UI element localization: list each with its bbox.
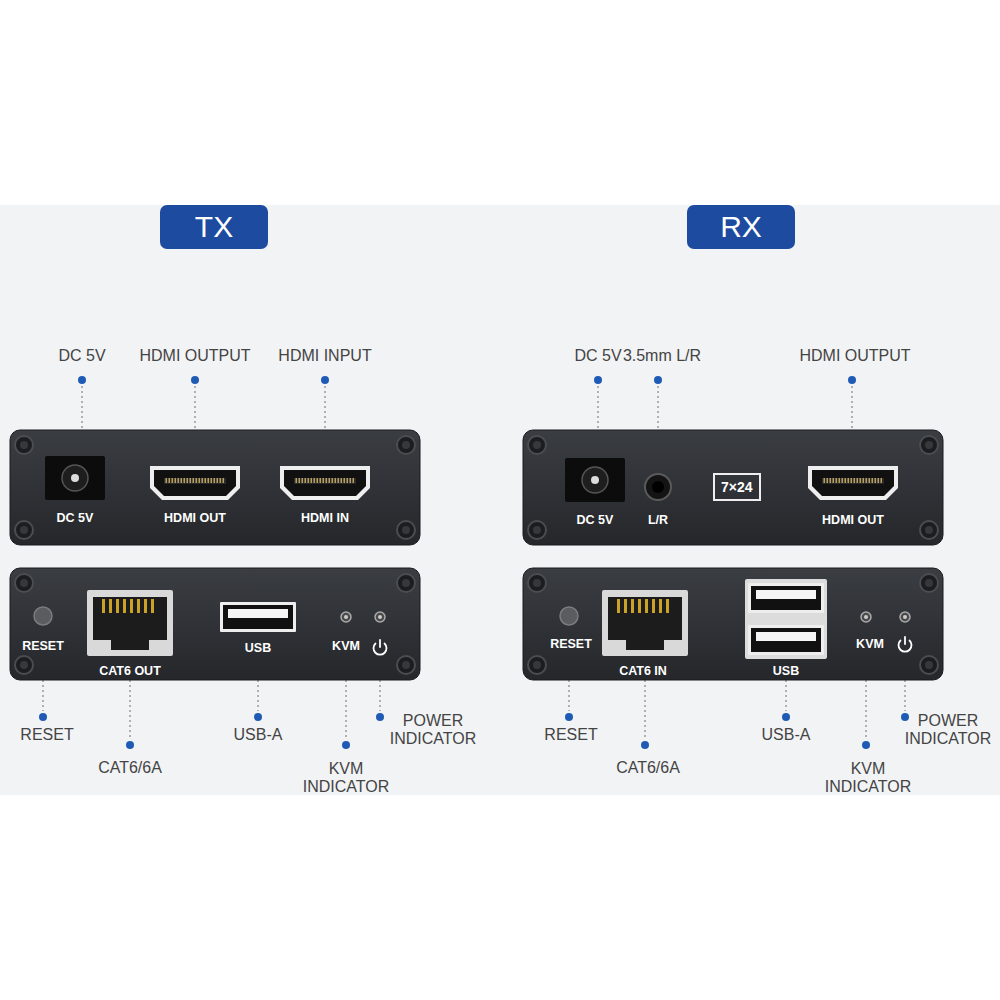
port-label: CAT6 IN <box>619 664 667 678</box>
rj45-port <box>602 590 688 656</box>
callout-label: HDMI OUTPUT <box>139 347 250 365</box>
unit-title: RX <box>720 210 762 243</box>
callout-label: HDMI INPUT <box>278 347 371 365</box>
port-label: L/R <box>648 513 668 527</box>
rj45-port <box>87 590 173 656</box>
callout-label: KVM INDICATOR <box>820 760 916 796</box>
usb-port <box>748 583 824 613</box>
callout-label: DC 5V <box>574 347 621 365</box>
rx-front-panel: 7×24 DC 5V L/R HDMI OUT <box>523 430 943 545</box>
port-label: DC 5V <box>577 513 614 527</box>
usb-port <box>220 602 296 632</box>
uptime-mark: 7×24 <box>721 479 753 495</box>
rx-badge: RX <box>687 205 795 249</box>
rx-front-panel <box>523 430 943 545</box>
callout-label: POWER INDICATOR <box>900 712 996 748</box>
tx-back-panel <box>10 568 420 680</box>
background-band <box>0 205 1000 795</box>
callout-label: KVM INDICATOR <box>298 760 394 796</box>
callout-label: HDMI OUTPUT <box>799 347 910 365</box>
tx-front-panel: DC 5V HDMI OUT HDMI IN <box>10 430 420 545</box>
callout-label: DC 5V <box>58 347 105 365</box>
port-label: KVM <box>856 637 884 651</box>
hdmi-port <box>808 466 898 500</box>
port-label: HDMI OUT <box>164 511 226 525</box>
port-label: RESET <box>22 639 64 653</box>
callout-label: USB-A <box>762 726 811 744</box>
dc-jack <box>565 458 625 502</box>
hdmi-port <box>150 466 240 500</box>
port-label: KVM <box>332 639 360 653</box>
power-led <box>375 612 385 622</box>
power-symbol <box>899 637 912 652</box>
hdmi-port <box>280 466 370 500</box>
port-label: HDMI IN <box>301 511 349 525</box>
kvm-led <box>341 612 351 622</box>
tx-badge: TX <box>160 205 268 249</box>
callout-label: POWER INDICATOR <box>385 712 481 748</box>
callout-label: USB-A <box>234 726 283 744</box>
uptime-box: 7×24 <box>713 473 761 501</box>
power-led <box>900 612 910 622</box>
tx-front-panel <box>10 430 420 545</box>
unit-title: TX <box>195 210 233 243</box>
audio-jack <box>645 474 671 500</box>
port-label: CAT6 OUT <box>99 664 161 678</box>
port-label: DC 5V <box>57 511 94 525</box>
callout-label: RESET <box>544 726 597 744</box>
dc-jack <box>45 456 105 500</box>
callout-label: CAT6/6A <box>98 759 162 777</box>
power-symbol <box>374 640 387 655</box>
reset-button <box>560 607 578 625</box>
rx-back-panel: RESET CAT6 IN USB KVM <box>523 568 943 680</box>
callout-label: RESET <box>20 726 73 744</box>
port-label: USB <box>245 641 271 655</box>
callout-label: CAT6/6A <box>616 759 680 777</box>
kvm-led <box>861 612 871 622</box>
reset-button <box>34 607 52 625</box>
callout-label: 3.5mm L/R <box>623 347 701 365</box>
port-label: RESET <box>550 637 592 651</box>
usb-port <box>748 625 824 655</box>
usb-frame <box>745 579 827 659</box>
rx-back-panel <box>523 568 943 680</box>
port-label: HDMI OUT <box>822 513 884 527</box>
port-label: USB <box>773 664 799 678</box>
tx-back-panel: RESET CAT6 OUT USB KVM <box>10 568 420 680</box>
